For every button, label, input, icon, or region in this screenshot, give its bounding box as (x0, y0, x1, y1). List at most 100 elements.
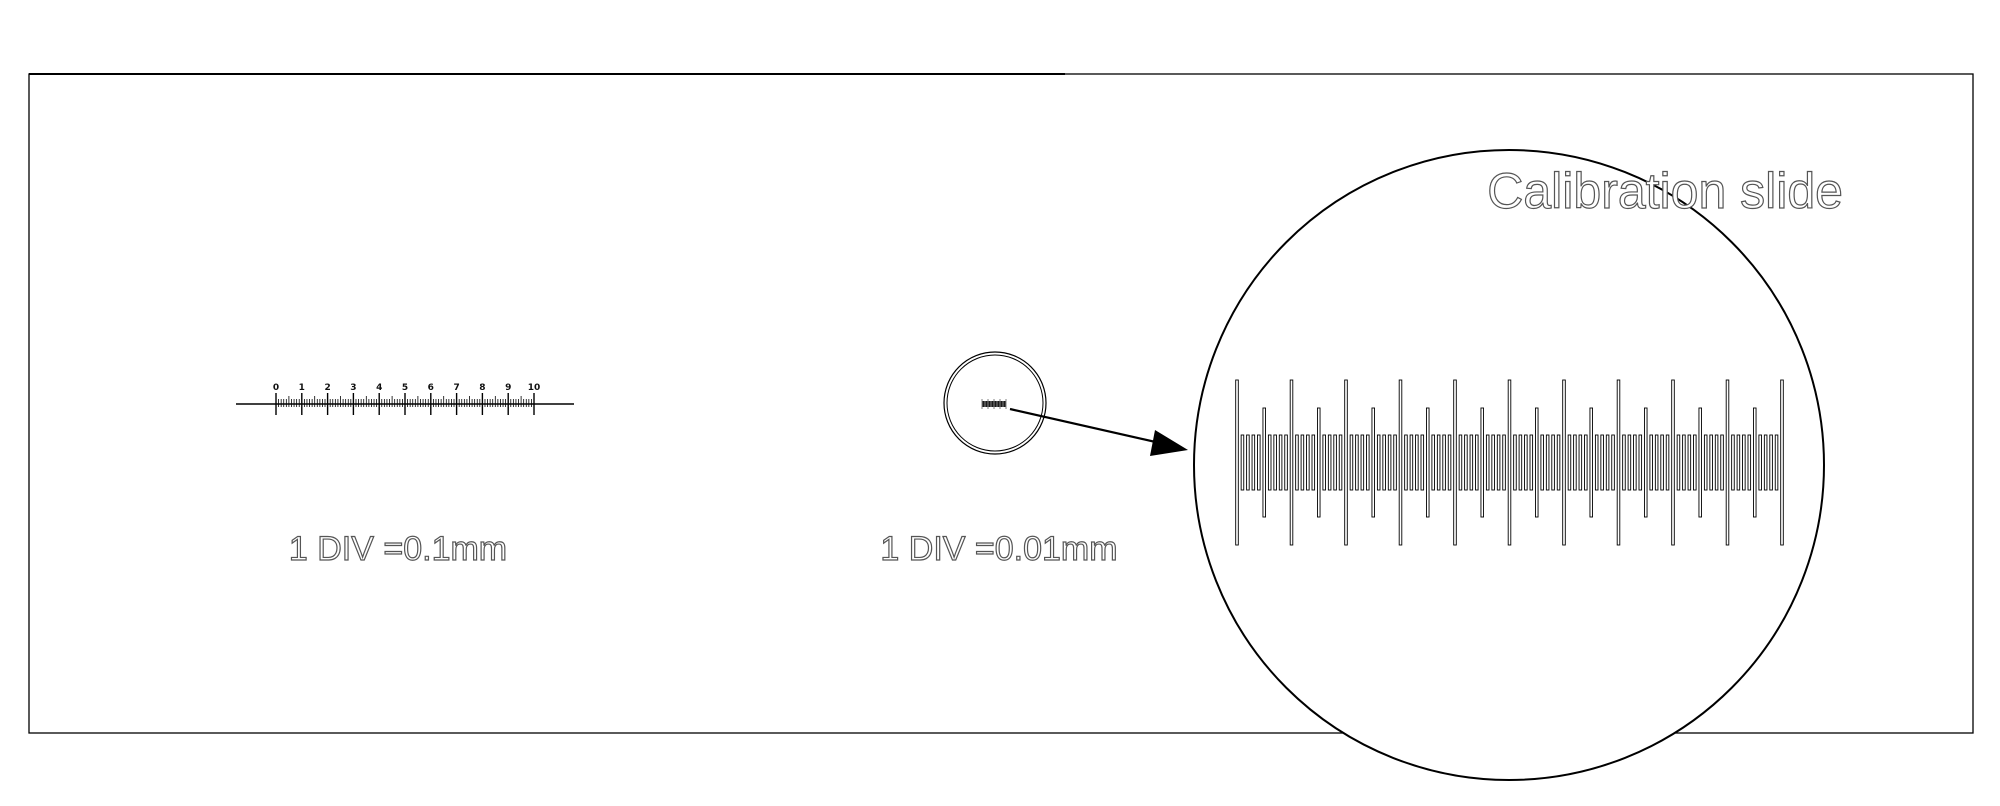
fine-tick (1780, 379, 1784, 546)
fine-tick (1311, 434, 1316, 491)
coarse-tick-number: 4 (376, 383, 382, 393)
fine-tick (1360, 434, 1365, 491)
fine-tick (1327, 434, 1332, 491)
fine-tick (1649, 434, 1653, 491)
fine-tick (1562, 379, 1566, 546)
fine-tick (1295, 434, 1299, 491)
fine-tick (1703, 434, 1708, 491)
fine-tick (1556, 434, 1561, 491)
fine-tick (1594, 434, 1599, 491)
fine-tick (1415, 434, 1419, 491)
fine-tick (1349, 434, 1354, 491)
fine-tick (1725, 379, 1730, 546)
fine-tick (1338, 434, 1343, 491)
fine-tick (1442, 434, 1446, 491)
fine-tick (1698, 407, 1702, 518)
fine-tick (1420, 434, 1425, 491)
coarse-tick-number: 6 (428, 383, 434, 393)
fine-tick (1453, 379, 1457, 546)
fine-tick (1769, 434, 1773, 491)
fine-tick (1502, 434, 1506, 491)
coarse-tick-number: 7 (453, 383, 459, 393)
coarse-tick-number: 1 (299, 383, 305, 393)
fine-tick (1376, 434, 1381, 491)
fine-tick (1660, 434, 1664, 491)
tiny-fine-scale (981, 399, 1007, 409)
fine-tick (1616, 379, 1621, 546)
fine-tick (1758, 434, 1762, 491)
coarse-tick-number: 2 (324, 383, 330, 393)
fine-tick (1638, 434, 1643, 491)
fine-tick (1404, 434, 1408, 491)
fine-tick (1447, 434, 1452, 491)
fine-tick (1273, 434, 1277, 491)
fine-tick (1720, 434, 1724, 491)
fine-tick (1622, 434, 1626, 491)
fine-tick (1742, 434, 1746, 491)
fine-tick (1524, 434, 1528, 491)
fine-tick (1736, 434, 1741, 491)
fine-tick (1475, 434, 1479, 491)
fine-tick (1246, 434, 1250, 491)
fine-tick (1485, 434, 1490, 491)
fine-tick (1240, 434, 1245, 491)
coarse-tick-number: 8 (479, 383, 485, 393)
fine-tick (1545, 434, 1550, 491)
fine-tick (1671, 379, 1675, 546)
fine-tick (1398, 379, 1403, 546)
fine-tick (1393, 434, 1397, 491)
fine-tick (1425, 407, 1430, 518)
magnified-fine-scale (1235, 379, 1784, 546)
fine-tick (1316, 407, 1321, 518)
fine-tick (1633, 434, 1637, 491)
fine-tick (1267, 434, 1272, 491)
coarse-tick-number: 5 (402, 383, 408, 393)
fine-tick (1534, 407, 1539, 518)
fine-tick (1322, 434, 1326, 491)
fine-tick (1763, 434, 1768, 491)
coarse-tick-number: 9 (505, 383, 511, 393)
fine-tick (1714, 434, 1719, 491)
coarse-scale-label: 1 DIV =0.1mm (289, 530, 507, 568)
fine-tick (1687, 434, 1692, 491)
fine-tick (1643, 407, 1648, 518)
fine-tick (1611, 434, 1615, 491)
fine-tick (1605, 434, 1610, 491)
fine-tick (1584, 434, 1588, 491)
fine-tick (1289, 379, 1294, 546)
fine-tick (1333, 434, 1337, 491)
fine-tick (1540, 434, 1544, 491)
fine-tick (1300, 434, 1305, 491)
fine-tick (1551, 434, 1555, 491)
fine-tick (1371, 407, 1375, 518)
fine-tick (1496, 434, 1501, 491)
fine-tick (1507, 379, 1512, 546)
fine-tick (1573, 434, 1577, 491)
fine-tick (1513, 434, 1517, 491)
fine-tick (1578, 434, 1583, 491)
coarse-tick-number: 10 (528, 383, 541, 393)
coarse-tick-number: 0 (273, 383, 279, 393)
fine-tick (1589, 407, 1593, 518)
small-lens-circle-outer (943, 351, 1047, 455)
fine-tick (1709, 434, 1713, 491)
fine-tick (1284, 434, 1288, 491)
magnify-arrow-shaft (1009, 407, 1161, 445)
fine-tick (1731, 434, 1735, 491)
fine-tick (1693, 434, 1697, 491)
fine-tick (1774, 434, 1779, 491)
fine-tick (1355, 434, 1359, 491)
fine-tick (1235, 379, 1239, 546)
fine-tick (1262, 407, 1266, 518)
fine-tick (1529, 434, 1534, 491)
fine-tick (1251, 434, 1256, 491)
fine-tick (1491, 434, 1495, 491)
fine-tick (1567, 434, 1572, 491)
fine-tick (1431, 434, 1435, 491)
fine-tick (1654, 434, 1659, 491)
fine-tick (1382, 434, 1386, 491)
fine-scale-label: 1 DIV =0.01mm (880, 530, 1117, 568)
fine-tick (1518, 434, 1523, 491)
fine-tick (1436, 434, 1441, 491)
